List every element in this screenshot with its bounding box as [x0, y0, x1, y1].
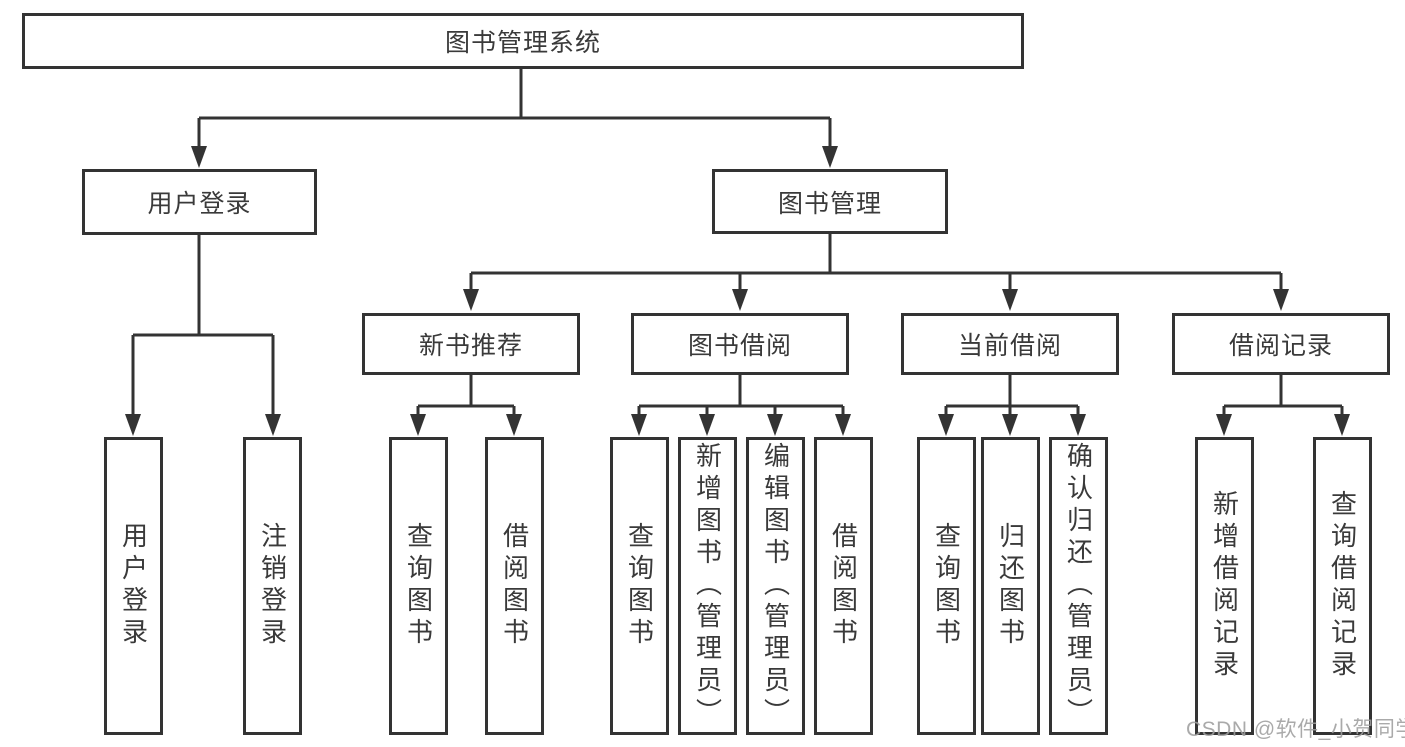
node-label: 当前借阅 [957, 332, 1062, 360]
leaf-borrow-add-books-admin: 新增图书（管理员） [678, 437, 737, 735]
arrowheads [125, 146, 1350, 436]
leaf-newbook-borrow-books: 借阅图书 [485, 437, 544, 735]
node-current-borrow: 当前借阅 [901, 313, 1119, 375]
node-label: 查询图书 [931, 522, 962, 650]
node-label: 新书推荐 [418, 332, 523, 360]
leaf-current-query-books: 查询图书 [917, 437, 976, 735]
node-label: 新增借阅记录 [1209, 490, 1240, 682]
node-label: 新增图书（管理员） [692, 442, 723, 730]
node-label: 图书借阅 [687, 332, 792, 360]
node-book-borrow: 图书借阅 [631, 313, 849, 375]
leaf-borrow-borrow-books: 借阅图书 [814, 437, 873, 735]
node-label: 图书管理 [777, 189, 882, 218]
leaf-newbook-query-books: 查询图书 [389, 437, 448, 735]
csdn-watermark: CSDN @软件_小贺同学 [1186, 718, 1405, 741]
node-label: 归还图书 [995, 522, 1026, 650]
node-borrow-records: 借阅记录 [1172, 313, 1390, 375]
leaf-records-query-record: 查询借阅记录 [1313, 437, 1372, 735]
node-label: 用户登录 [147, 190, 252, 218]
node-library-management-system: 图书管理系统 [22, 13, 1024, 69]
leaf-user-login: 用户登录 [104, 437, 163, 735]
node-label: 确认归还（管理员） [1063, 442, 1094, 730]
node-book-management: 图书管理 [712, 169, 948, 234]
node-user-login: 用户登录 [82, 169, 317, 235]
node-new-book-recommend: 新书推荐 [362, 313, 580, 375]
leaf-current-confirm-return-admin: 确认归还（管理员） [1049, 437, 1108, 735]
leaf-borrow-edit-books-admin: 编辑图书（管理员） [746, 437, 805, 735]
node-label: 查询图书 [624, 522, 655, 650]
node-label: 查询图书 [403, 522, 434, 650]
node-label: 借阅图书 [499, 522, 530, 650]
node-label: 图书管理系统 [444, 29, 601, 57]
node-label: 用户登录 [118, 522, 149, 650]
node-label: 注销登录 [257, 522, 288, 650]
leaf-current-return-books: 归还图书 [981, 437, 1040, 735]
leaf-logout-login: 注销登录 [243, 437, 302, 735]
node-label: 借阅记录 [1228, 332, 1333, 360]
leaf-borrow-query-books: 查询图书 [610, 437, 669, 735]
node-label: 查询借阅记录 [1327, 490, 1358, 682]
node-label: 借阅图书 [828, 522, 859, 650]
node-label: 编辑图书（管理员） [760, 442, 791, 730]
leaf-records-add-record: 新增借阅记录 [1195, 437, 1254, 735]
